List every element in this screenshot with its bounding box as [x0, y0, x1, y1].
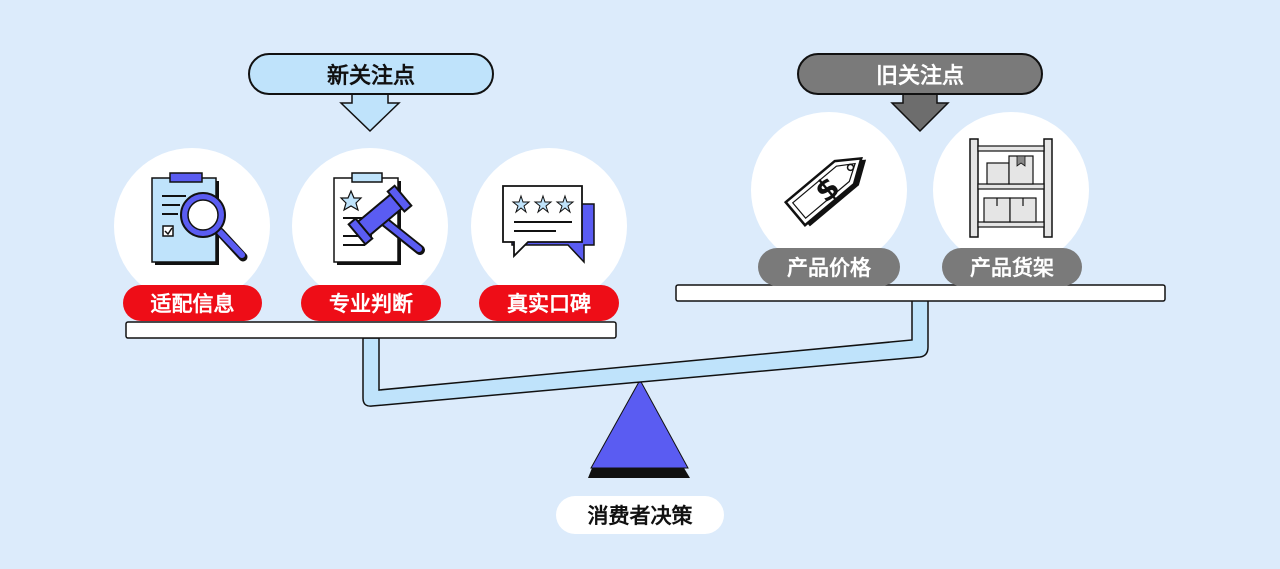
- price-tag-icon: $: [783, 157, 867, 227]
- new-item-label-expert-judgment: 专业判断: [301, 285, 441, 321]
- clipboard-magnifier-icon: [151, 172, 248, 265]
- old-focus-header: 旧关注点: [797, 53, 1043, 95]
- fulcrum: [588, 378, 690, 478]
- old-item-label-shelf: 产品货架: [942, 248, 1082, 286]
- right-tray: [675, 284, 1166, 302]
- new-item-label-fit-info: 适配信息: [123, 285, 262, 321]
- star-review-bubble-icon: [502, 185, 595, 264]
- new-item-label-real-reviews: 真实口碑: [479, 285, 619, 321]
- old-item-label-price: 产品价格: [758, 248, 900, 286]
- consumer-decision-label: 消费者决策: [556, 496, 724, 534]
- new-focus-arrow-icon: [339, 93, 401, 133]
- old-focus-arrow-icon: [890, 93, 950, 133]
- new-focus-header: 新关注点: [248, 53, 494, 95]
- clipboard-gavel-icon: [333, 172, 425, 265]
- left-tray: [125, 321, 617, 339]
- shelf-icon: [969, 138, 1053, 238]
